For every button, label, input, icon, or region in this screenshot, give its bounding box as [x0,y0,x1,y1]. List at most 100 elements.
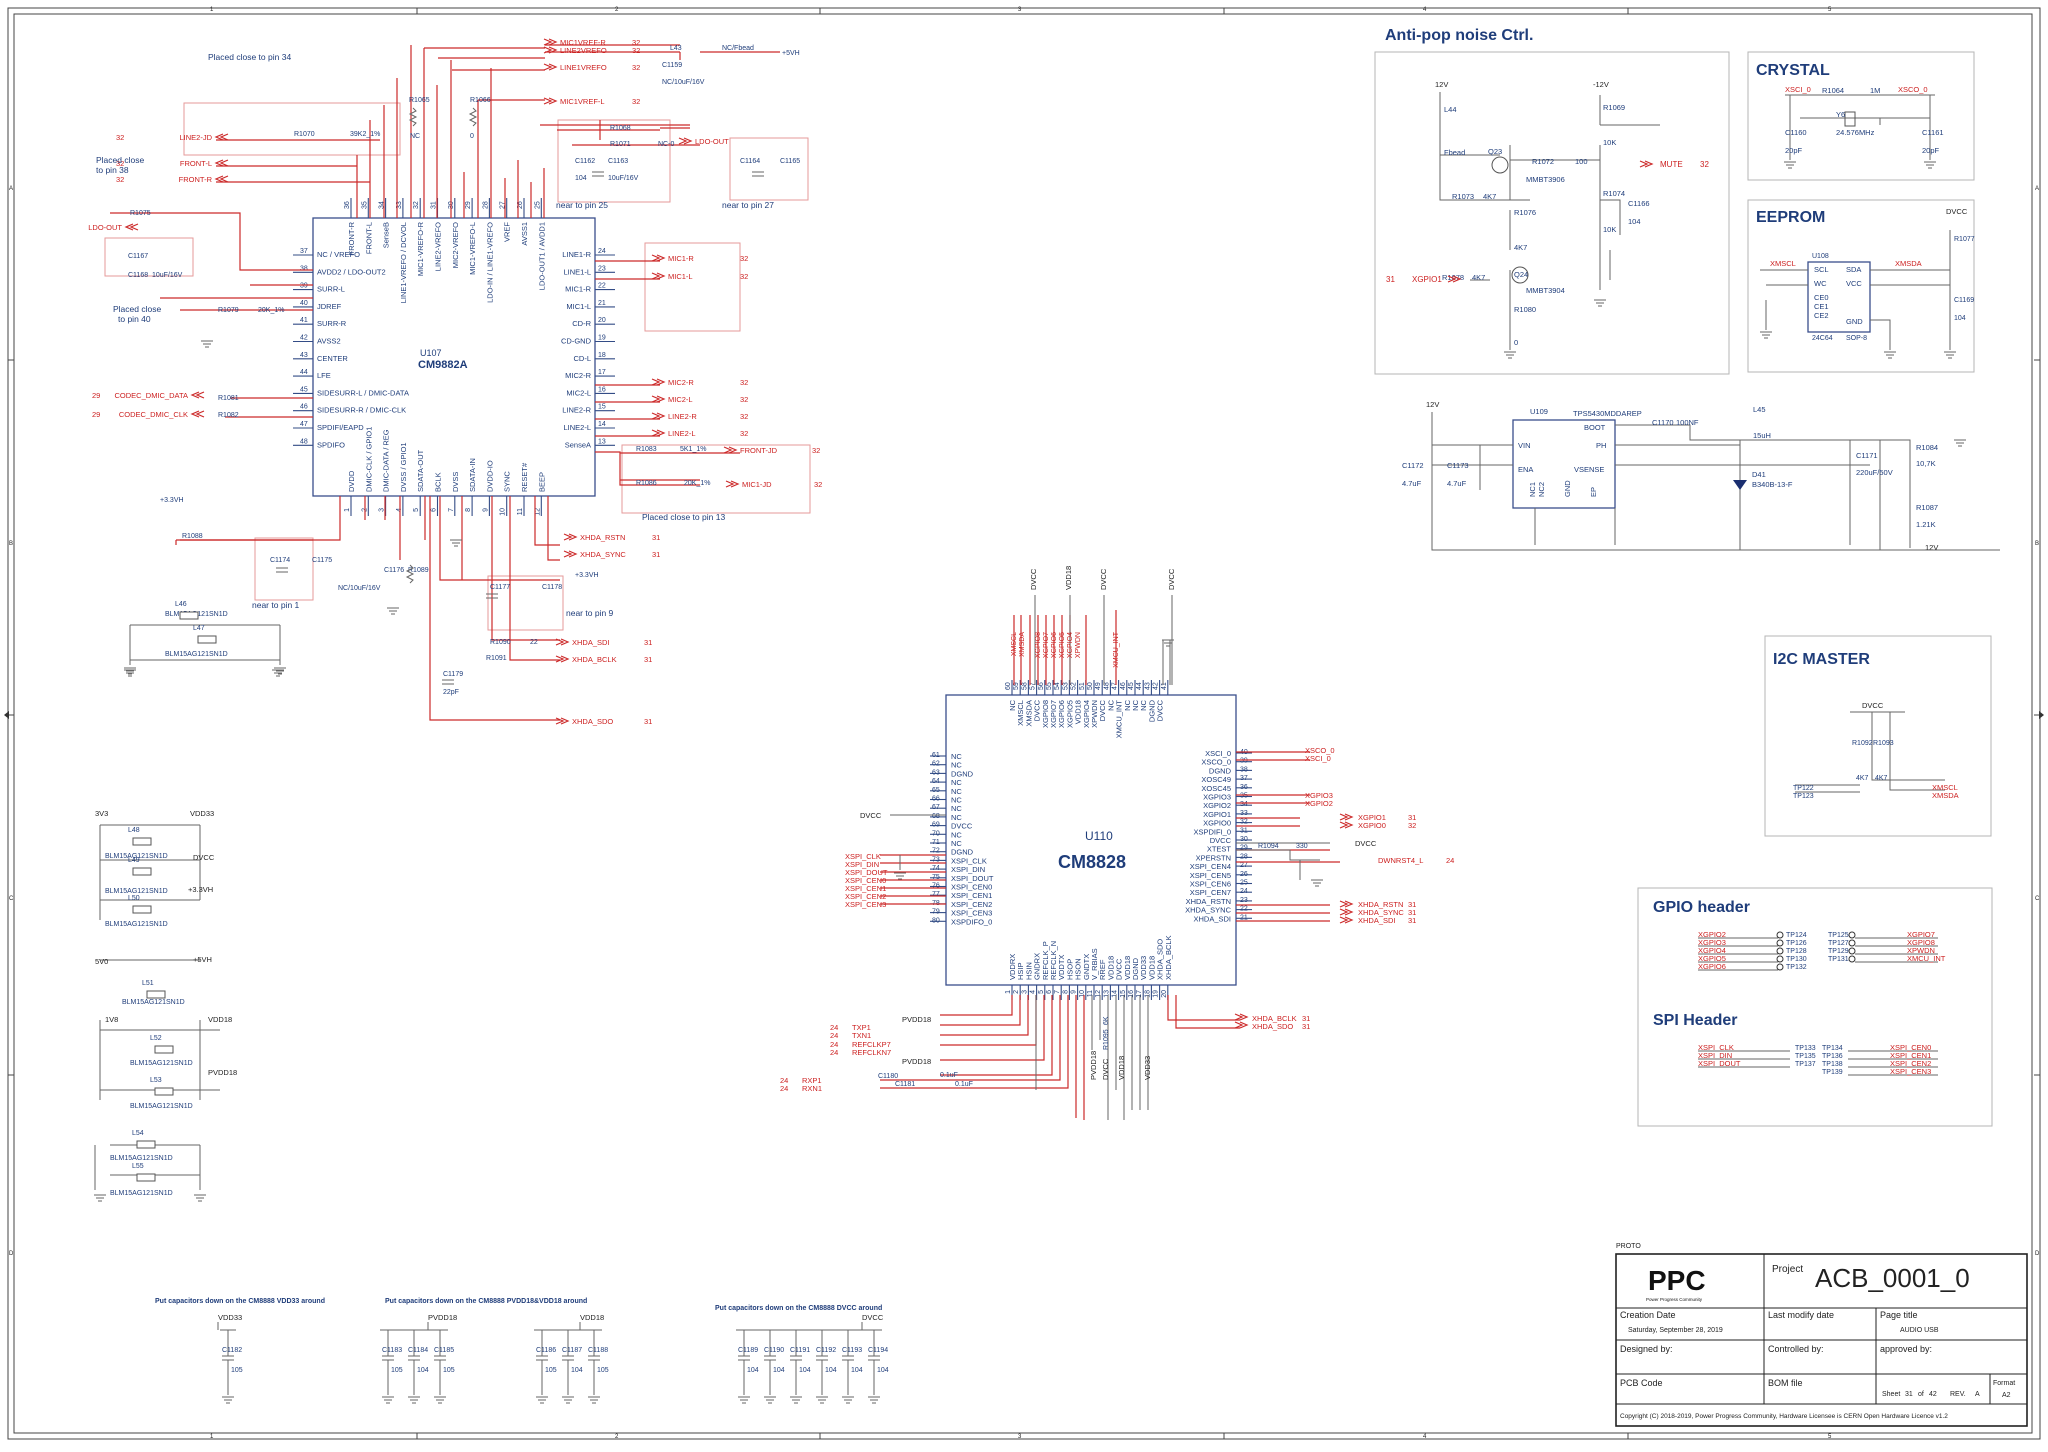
pin-number: 29 [465,201,472,209]
cap-ref: C1190 [764,1347,784,1354]
wire [194,1194,206,1202]
pin-name: LINE2-R [562,406,591,415]
net-label: LINE2VREFO [560,46,607,55]
cm9882a-name: CM9882A [418,359,468,371]
net-label: XSPI_CEN0 [1890,1043,1931,1052]
net-ref: 31 [644,717,652,726]
net-label: XHDA_RSTN [580,533,625,542]
component-label: 22 [530,639,538,646]
pin-name: V_RBIAS [1090,948,1099,980]
pin-number: 64 [932,778,940,785]
component-label: 10uF/16V [152,272,183,279]
col-label: 1 [210,1434,214,1440]
pin-number: 18 [1144,990,1151,998]
wire [272,669,284,677]
net-label: XSPI_CEN1 [845,884,886,893]
pin-number: 53 [1062,682,1069,690]
pin-number: 27 [500,201,507,209]
pin-name: DGND [951,769,974,778]
regulator-d41: D41 [1752,470,1766,479]
pin-number: 74 [932,865,940,872]
eeprom-title: EEPROM [1756,209,1825,226]
net-label: XSPI_DOUT [1698,1059,1741,1068]
pin-number: 77 [932,891,940,898]
pin-name: SenseA [565,440,591,449]
ferrite-part: BLM15AG121SN1D [110,1190,173,1197]
pin-number: 47 [1112,682,1119,690]
net-ref: 32 [116,159,124,168]
pin-number: 19 [598,335,606,342]
component-label: 10uF/16V [608,175,639,182]
component-label: 20K_1% [684,480,710,487]
wire [651,272,666,280]
pin-number: 5 [413,508,420,512]
pin-number: 24 [598,248,606,255]
ferrite-symbol [154,1087,174,1096]
pin-number: 4 [1030,990,1037,994]
pin-number: 34 [379,201,386,209]
page-title: AUDIO USB [1900,1327,1939,1334]
i2c-title: I2C MASTER [1773,651,1870,668]
i2c-r1092: R1092 [1852,740,1873,747]
antipop-r1074: R1074 [1603,189,1625,198]
component-label: C1164 [740,158,760,165]
wire [434,1355,446,1361]
wire [486,593,498,599]
pcb-code-label: PCB Code [1620,1378,1663,1388]
cm8828-name: CM8828 [1058,852,1126,872]
frame-col-labels: 1 2 3 4 5 1 2 3 4 5 [210,7,1832,1440]
pin-name: VREF [503,222,512,242]
test-point-label: TP139 [1822,1069,1843,1076]
regulator-ep: EP [1589,487,1598,497]
wire [894,872,906,880]
pin-number: 36 [344,201,351,209]
regulator-vout: 12V [1925,543,1938,552]
pin-name: SDATA-IN [468,458,477,492]
pin-number: 42 [300,335,308,342]
test-point [1776,963,1784,971]
pin-name: NC [951,830,962,839]
pin-number: 16 [598,386,606,393]
component-label: R1068 [610,125,631,132]
ferrite-ref: L55 [132,1163,144,1170]
wire [442,679,454,685]
wire [588,1396,600,1404]
net-label: FRONT-JD [740,446,778,455]
net-ref: 32 [740,429,748,438]
pin-name: HSIN [1024,962,1033,980]
pin-name: DVDD-IO [485,460,494,492]
net-ref: 31 [652,550,660,559]
wire [868,1396,880,1404]
eeprom-pin: SCL [1814,265,1829,274]
pin-number: 54 [1054,682,1061,690]
pin-number: 52 [1071,682,1078,690]
col-label: 5 [1828,7,1832,13]
component-label: R1079 [218,307,239,314]
ferrite-symbol [154,1045,174,1054]
pin-name: XPWDN [1090,700,1099,728]
power-rail-label: DVCC [1101,1058,1110,1080]
test-point [1776,931,1784,939]
ferrite-part: BLM15AG121SN1D [105,853,168,860]
note-text: near to pin 1 [252,600,300,610]
net-label: XSPI_DIN [1698,1051,1732,1060]
test-point [1848,947,1856,955]
net-label: XGPIO8 [1035,632,1042,658]
creation-date-label: Creation Date [1620,1310,1676,1320]
power-rail-label: +5VH [193,955,212,964]
antipop-v1: 12V [1435,80,1448,89]
component-label: R1082 [218,412,239,419]
test-point-label: TP127 [1828,940,1849,947]
component-label: R1070 [294,131,315,138]
pin-number: 45 [1128,682,1135,690]
power-rail-label: VDD18 [1117,1056,1126,1080]
ferrite-ref: L51 [142,980,154,987]
pin-number: 62 [932,761,940,768]
wire [738,1355,750,1361]
wire [94,1194,106,1202]
net-label: XGPIO3 [1305,791,1333,800]
net-label: XGPIO3 [1698,938,1726,947]
pin-name: XSPI_DIN [951,865,985,874]
